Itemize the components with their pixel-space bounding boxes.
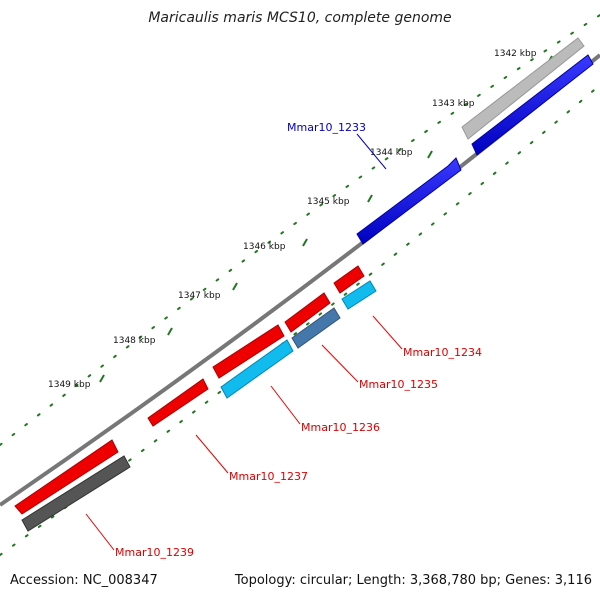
- gene-mmar10-1233[interactable]: [356, 157, 462, 245]
- leader-line-1239: [85, 513, 115, 551]
- tick-mark: [99, 374, 105, 383]
- tick-mark: [367, 194, 373, 203]
- gene-mmar10-1236[interactable]: [220, 339, 294, 399]
- gene-mmar10-1239[interactable]: [14, 439, 119, 515]
- tick-label-1342: 1342 kbp: [494, 49, 537, 59]
- tick-label-1347: 1347 kbp: [178, 291, 221, 301]
- gene-red-1234-top[interactable]: [333, 265, 365, 294]
- gene-label-1237[interactable]: Mmar10_1237: [229, 470, 308, 483]
- gene-label-1234[interactable]: Mmar10_1234: [403, 346, 482, 359]
- gene-red-1235-top[interactable]: [284, 292, 331, 333]
- kbp-ticks: [99, 55, 553, 383]
- gene-red-1236-top[interactable]: [212, 324, 285, 379]
- tick-mark: [167, 327, 173, 336]
- tick-label-1346: 1346 kbp: [243, 242, 286, 252]
- tick-label-1345: 1345 kbp: [307, 197, 350, 207]
- tick-mark: [232, 282, 238, 291]
- leader-line-1236: [270, 385, 301, 425]
- tick-label-1343: 1343 kbp: [432, 99, 475, 109]
- accession-text: Accession: NC_008347: [10, 573, 158, 588]
- gene-label-1239[interactable]: Mmar10_1239: [115, 546, 194, 559]
- tick-label-1348: 1348 kbp: [113, 336, 156, 346]
- tick-mark: [302, 238, 308, 247]
- gene-label-1233[interactable]: Mmar10_1233: [287, 121, 366, 134]
- leader-line-1237: [195, 434, 229, 474]
- gene-forward-gray[interactable]: [461, 37, 585, 140]
- tick-label-1349: 1349 kbp: [48, 380, 91, 390]
- gene-mmar10-1237[interactable]: [147, 378, 209, 427]
- leader-line-1233: [356, 133, 387, 170]
- leader-line-1235: [321, 344, 359, 383]
- gene-mmar10-1234[interactable]: [341, 280, 377, 310]
- leader-line-1234: [372, 315, 403, 350]
- gene-forward-blue-1[interactable]: [471, 54, 594, 156]
- gene-mmar10-1235[interactable]: [291, 307, 341, 349]
- genome-summary-text: Topology: circular; Length: 3,368,780 bp…: [234, 573, 592, 588]
- tick-label-1344: 1344 kbp: [370, 148, 413, 158]
- map-title: Maricaulis maris MCS10, complete genome: [148, 10, 452, 26]
- gene-label-1236[interactable]: Mmar10_1236: [301, 421, 380, 434]
- gene-dark-gray-1239[interactable]: [21, 455, 131, 532]
- tick-mark: [427, 150, 433, 159]
- gene-label-1235[interactable]: Mmar10_1235: [359, 378, 438, 391]
